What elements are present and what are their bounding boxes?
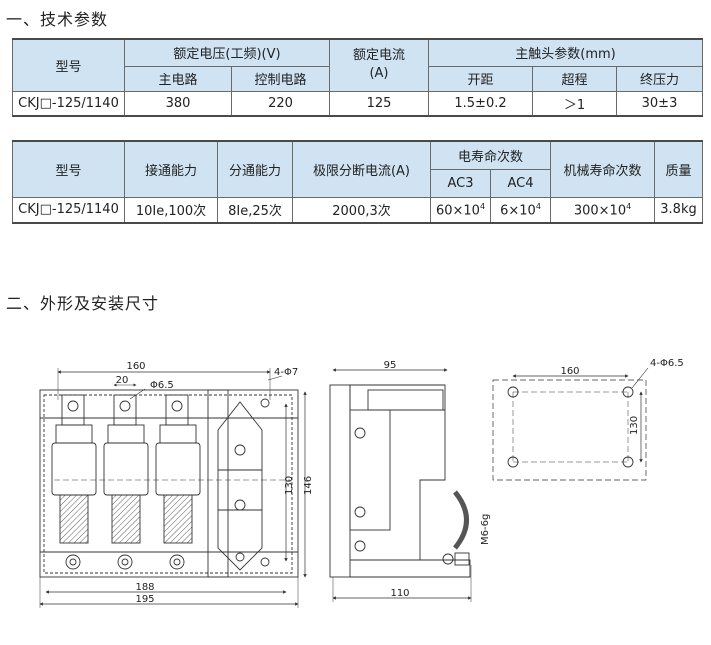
t2-electrical-life-header: 电寿命次数: [429, 140, 552, 170]
mount-hole-icon: [622, 386, 634, 398]
pole-2: [103, 394, 149, 570]
t1-rated-current-cell: 125: [329, 90, 429, 117]
t2-ac3-base: 60×10: [435, 202, 480, 218]
mount-outline: [492, 379, 647, 481]
dim-mount-height: 130: [629, 416, 640, 435]
section-title-dimensions: 二、外形及安装尺寸: [6, 294, 160, 313]
dim-hole-dia-front: Φ6.5: [150, 380, 174, 391]
t1-main-circuit-header: 主电路: [124, 65, 232, 92]
t2-model-header: 型号: [12, 140, 125, 198]
t2-mass-cell: 3.8kg: [654, 196, 704, 224]
pole-1: [51, 394, 97, 570]
front-side-plate: [207, 389, 229, 578]
side-terminal-block: [367, 389, 444, 411]
front-frame: [39, 389, 299, 578]
mount-hole-icon: [507, 386, 519, 398]
t2-model-cell: CKJ□-125/1140: [12, 196, 125, 224]
dimension-drawings: 160 20 Φ6.5 4-Φ7 130 146 188 195 95 110 …: [39, 358, 684, 608]
t2-mechanical-life-header: 机械寿命次数: [550, 140, 656, 198]
technical-parameters-table: 型号 额定电压(工频)(V) 额定电流 (A) 主触头参数(mm) 主电路 控制…: [12, 38, 703, 117]
t1-control-voltage-cell: 220: [231, 90, 330, 117]
dim-front-width-188: 188: [135, 582, 154, 593]
dim-pole-pitch: 20: [116, 375, 129, 386]
side-cable-loop: [453, 490, 469, 550]
t2-mechanical-cell: 300×104: [550, 196, 656, 224]
side-body: [349, 409, 391, 531]
t2-ac4-cell: 6×104: [489, 196, 552, 224]
t1-final-pressure-cell: 30±3: [616, 90, 703, 117]
dim-side-depth-110: 110: [390, 588, 409, 599]
dim-side-depth-95: 95: [384, 360, 397, 371]
section-title-technical-parameters: 一、技术参数: [6, 10, 109, 29]
front-mount-hole-icon: [260, 398, 270, 408]
side-top-bracket: [349, 384, 446, 410]
t2-breaking-cell: 8Ie,25次: [217, 196, 293, 224]
t1-overtravel-cell: ＞1: [532, 90, 617, 117]
t2-making-header: 接通能力: [124, 140, 218, 198]
dim-mount-holes-front: 4-Φ7: [274, 367, 298, 378]
t2-making-cell: 10Ie,100次: [124, 196, 218, 224]
t2-ac4-base: 6×10: [500, 202, 536, 218]
t1-rated-current-label: 额定电流: [352, 48, 405, 64]
dim-front-height-130: 130: [284, 476, 295, 495]
coil-upper: [217, 401, 263, 471]
side-view: [329, 368, 472, 602]
t1-rated-current-unit: (A): [369, 66, 389, 82]
dim-front-width-160: 160: [126, 361, 145, 372]
t1-model-header: 型号: [12, 38, 125, 92]
t2-ac4-exp: 4: [535, 201, 541, 211]
pole-3: [155, 394, 201, 570]
performance-table: 型号 接通能力 分通能力 极限分断电流(A) 电寿命次数 机械寿命次数 质量 A…: [12, 140, 704, 224]
t1-overtravel-header: 超程: [532, 65, 617, 92]
t1-contact-params-header: 主触头参数(mm): [428, 38, 703, 67]
dim-mount-holes: 4-Φ6.5: [650, 358, 684, 369]
side-profile: [390, 409, 446, 561]
t2-ac4-header: AC4: [489, 168, 552, 198]
t1-control-circuit-header: 控制电路: [231, 65, 330, 92]
t2-mechanical-exp: 4: [626, 201, 632, 211]
t2-mass-header: 质量: [654, 140, 704, 198]
side-back-plate: [329, 384, 351, 578]
coil-core: [217, 469, 263, 511]
t1-model-cell: CKJ□-125/1140: [12, 90, 125, 117]
mount-hole-icon: [507, 456, 519, 468]
front-inner-frame: [43, 394, 293, 574]
t1-gap-cell: 1.5±0.2: [428, 90, 533, 117]
side-base: [350, 559, 471, 578]
t1-final-pressure-header: 终压力: [616, 65, 703, 92]
t1-rated-current-header: 额定电流 (A): [329, 38, 429, 92]
mounting-pattern: [492, 367, 649, 481]
t1-gap-header: 开距: [428, 65, 533, 92]
t2-mechanical-base: 300×10: [573, 202, 627, 218]
dim-front-height-146: 146: [303, 476, 314, 495]
t2-limit-breaking-cell: 2000,3次: [292, 196, 431, 224]
t2-ac3-cell: 60×104: [430, 196, 491, 224]
dim-mount-width: 160: [560, 366, 579, 377]
mount-hole-icon: [622, 456, 634, 468]
dim-side-thread: M6-6g: [480, 514, 491, 545]
t2-limit-breaking-header: 极限分断电流(A): [292, 140, 431, 198]
t2-ac3-exp: 4: [479, 201, 486, 211]
t2-ac3-header: AC3: [430, 168, 491, 198]
front-view: [39, 368, 307, 608]
t1-main-voltage-cell: 380: [124, 90, 232, 117]
dim-front-width-195: 195: [135, 594, 154, 605]
t2-breaking-header: 分通能力: [217, 140, 293, 198]
t1-rated-voltage-header: 额定电压(工频)(V): [124, 38, 330, 67]
